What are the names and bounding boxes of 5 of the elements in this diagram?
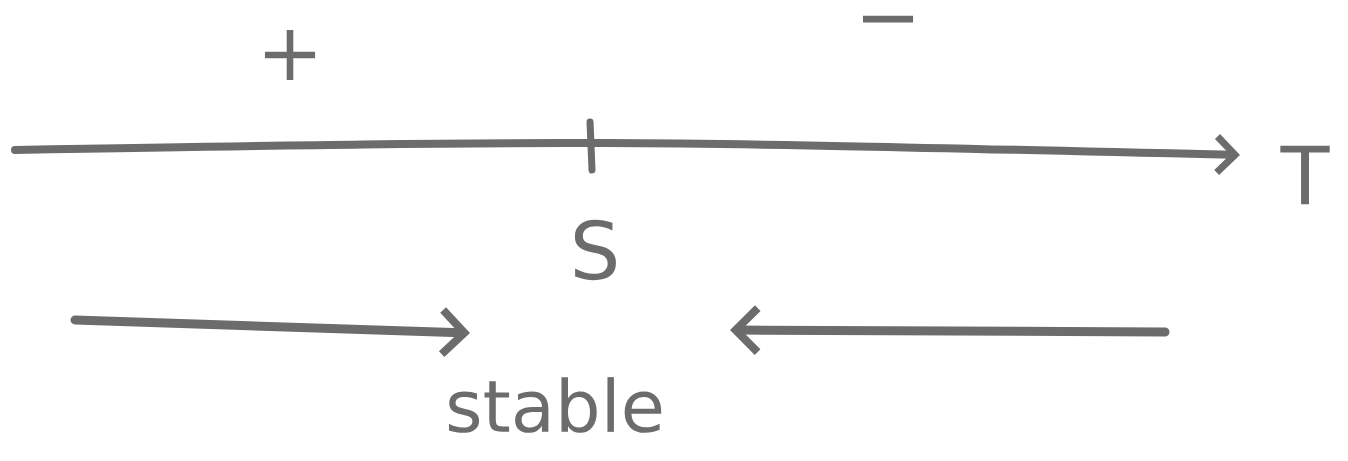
axis-label: − xyxy=(862,15,914,23)
axis-label: S xyxy=(574,219,616,281)
axis-label: T xyxy=(1280,145,1330,205)
axis-label: stable xyxy=(449,377,662,433)
axis-label: + xyxy=(264,29,316,81)
